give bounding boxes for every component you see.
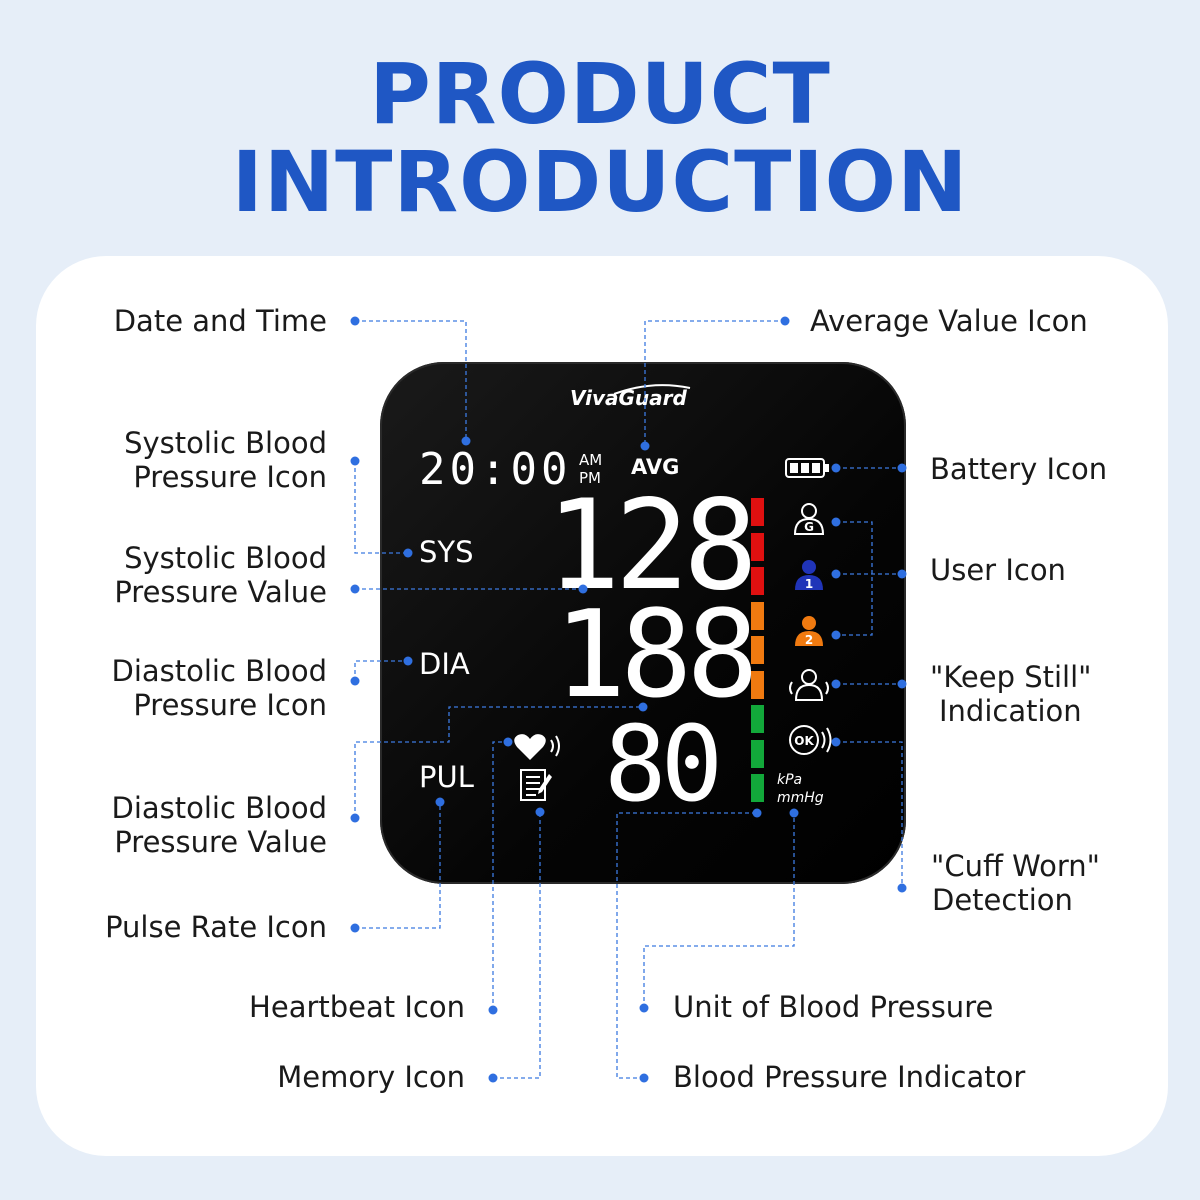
brand-swoosh-icon (613, 384, 691, 395)
leader-dot (897, 883, 907, 893)
user-2-number: 2 (805, 633, 813, 647)
user-1-number: 1 (805, 577, 813, 591)
am-indicator: AM (579, 451, 603, 469)
label-battery: Battery Icon (930, 452, 1108, 486)
label-bp-indicator: Blood Pressure Indicator (673, 1060, 1026, 1094)
cuff-ok-text: OK (794, 734, 814, 748)
leader-dot (897, 569, 907, 579)
label-keep-still-1: "Keep Still" (930, 660, 1092, 694)
user-guest-icon: G (793, 503, 825, 535)
bp-indicator-segment (751, 636, 764, 664)
leader-dot (350, 676, 360, 686)
leader-dot (403, 656, 413, 666)
leader-dot (403, 548, 413, 558)
leader-dot (789, 808, 799, 818)
leader-dot (831, 679, 841, 689)
leader-dot (488, 1005, 498, 1015)
label-heartbeat: Heartbeat Icon (249, 990, 465, 1024)
label-dia-icon-1: Diastolic Blood (111, 654, 327, 688)
label-sys-value-2: Pressure Value (114, 575, 327, 609)
leader-dot (831, 463, 841, 473)
leader-dot (350, 813, 360, 823)
unit-kpa: kPa (777, 772, 803, 788)
label-dia-value-1: Diastolic Blood (111, 791, 327, 825)
leader-dot (831, 517, 841, 527)
leader-dot (578, 584, 588, 594)
bp-indicator-segment (751, 567, 764, 595)
leader-dot (350, 584, 360, 594)
leader-dot (638, 702, 648, 712)
bp-indicator-segment (751, 498, 764, 526)
label-cuff-worn-2: Detection (932, 883, 1073, 917)
bp-indicator-segment (751, 670, 764, 699)
leader-dot (640, 441, 650, 451)
label-keep-still-2: Indication (939, 694, 1082, 728)
label-sys-icon-2: Pressure Icon (133, 460, 327, 494)
label-date-time: Date and Time (113, 304, 327, 338)
sys-label: SYS (419, 535, 474, 569)
leader-dot (503, 737, 513, 747)
bp-indicator-segment (751, 705, 764, 733)
unit-mmhg: mmHg (777, 790, 824, 806)
leader-dot (488, 1073, 498, 1083)
leader-dot (350, 316, 360, 326)
cuff-ok-icon: OK (789, 725, 832, 755)
leader-dot (831, 569, 841, 579)
user-1-icon: 1 (795, 560, 823, 591)
leader-dot (831, 630, 841, 640)
label-cuff-worn-1: "Cuff Worn" (931, 849, 1101, 883)
bp-indicator-segment (751, 739, 764, 768)
heartbeat-icon (514, 734, 560, 760)
leader-dot (897, 679, 907, 689)
leader-dot (350, 923, 360, 933)
label-dia-icon-2: Pressure Icon (133, 688, 327, 722)
leader-dot (639, 1003, 649, 1013)
label-user: User Icon (930, 553, 1066, 587)
leader-dot (350, 456, 360, 466)
bp-indicator-segment (751, 601, 764, 630)
label-pulse-rate: Pulse Rate Icon (105, 910, 327, 944)
user-guest-letter: G (804, 520, 814, 534)
leader-dot (535, 807, 545, 817)
leader-dot (752, 808, 762, 818)
label-average: Average Value Icon (810, 304, 1088, 338)
pm-indicator: PM (579, 469, 601, 487)
label-sys-value-1: Systolic Blood (124, 541, 327, 575)
label-unit: Unit of Blood Pressure (673, 990, 994, 1024)
bp-indicator-segment (751, 532, 764, 561)
avg-indicator: AVG (631, 455, 680, 479)
leader-dot (897, 463, 907, 473)
label-memory: Memory Icon (277, 1060, 465, 1094)
label-sys-icon-1: Systolic Blood (124, 426, 327, 460)
pulse-value: 80 (604, 703, 723, 825)
battery-icon (785, 458, 829, 478)
dia-label: DIA (419, 647, 470, 681)
leader-dot (461, 436, 471, 446)
bp-indicator-segment (751, 774, 764, 802)
user-2-icon: 2 (795, 616, 823, 647)
keep-still-icon (789, 669, 829, 701)
clock-display: 20:00 (419, 444, 572, 495)
leader-dot (639, 1073, 649, 1083)
label-dia-value-2: Pressure Value (114, 825, 327, 859)
diastolic-value: 188 (554, 586, 759, 725)
leader-dot (435, 797, 445, 807)
pul-label: PUL (419, 760, 474, 794)
title-line-1: PRODUCT (369, 45, 831, 143)
memory-icon (520, 769, 552, 801)
title-line-2: INTRODUCTION (231, 133, 969, 231)
leader-dot (780, 316, 790, 326)
leader-dot (831, 737, 841, 747)
